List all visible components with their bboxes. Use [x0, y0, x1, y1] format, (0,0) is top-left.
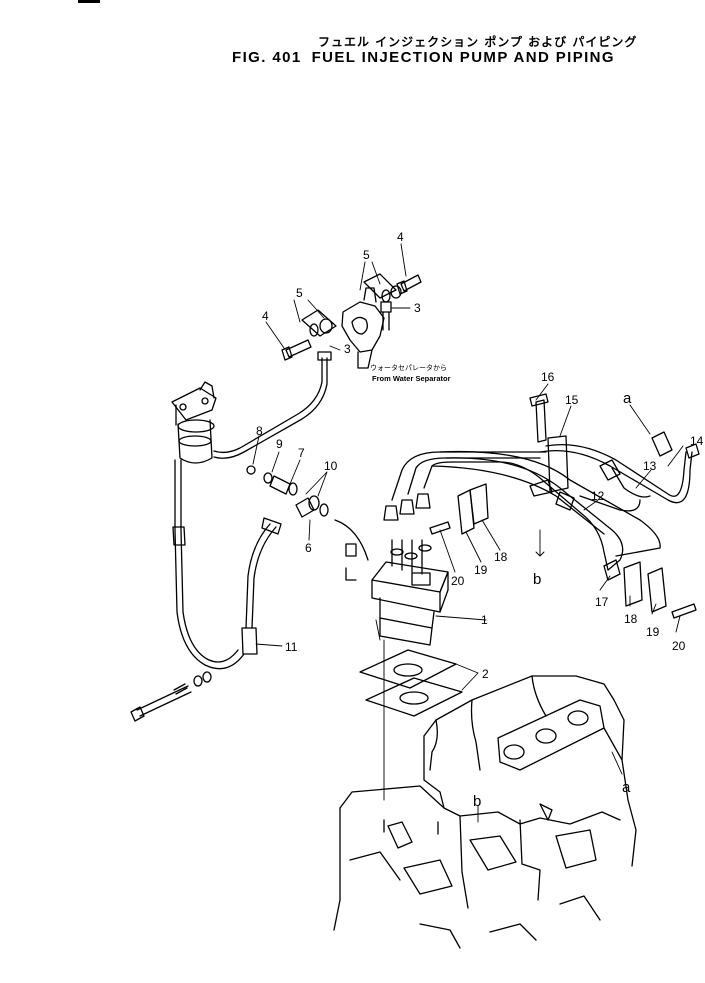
long-bolt [130, 671, 212, 722]
callout-18-right: 18 [624, 612, 638, 626]
engine-block [333, 675, 637, 949]
callout-7: 7 [298, 446, 305, 460]
callout-16: 16 [541, 370, 555, 384]
washer-set-5-left [301, 309, 337, 337]
figure-number: FIG. 401 [232, 49, 302, 66]
callout-10: 10 [324, 459, 338, 473]
callout-9: 9 [276, 437, 283, 451]
callout-6: 6 [305, 541, 312, 555]
callout-19-right: 19 [646, 625, 660, 639]
banjo-bolt-4-right [396, 274, 422, 295]
water-separator-fitting [341, 287, 385, 369]
note-english: From Water Separator [372, 374, 451, 383]
callout-2: 2 [482, 667, 489, 681]
fuel-line-11 [241, 517, 282, 655]
callout-14: 14 [690, 434, 704, 448]
figure-title: FIG. 401 FUEL INJECTION PUMP AND PIPING [232, 49, 625, 66]
fuel-injection-pump [334, 493, 449, 646]
figure-caption: FUEL INJECTION PUMP AND PIPING [311, 49, 615, 66]
leader-lines [252, 243, 684, 823]
callout-3-left: 3 [344, 342, 351, 356]
hose-fitting-3 [380, 301, 392, 331]
callout-5-left: 5 [296, 286, 303, 300]
corner-mark [78, 0, 100, 3]
callout-17: 17 [595, 595, 609, 609]
callout-4-left: 4 [262, 309, 269, 323]
water-separator-note: ウォータセパレータから From Water Separator [370, 363, 451, 383]
callout-19-left: 19 [474, 563, 488, 577]
reference-letters: a a b b [473, 390, 632, 810]
note-japanese: ウォータセパレータから [370, 363, 447, 372]
injection-pipes [391, 443, 693, 571]
pipe-clamp-bracket [529, 393, 569, 497]
callout-labels: 1 2 3 3 4 4 5 5 6 7 8 9 10 11 12 13 14 1… [256, 230, 704, 681]
title-japanese: フュエル インジェクション ポンプ および パイピング [318, 35, 638, 49]
callout-13: 13 [643, 459, 657, 473]
callout-18-left: 18 [494, 550, 508, 564]
callout-8: 8 [256, 424, 263, 438]
callout-5-right: 5 [363, 248, 370, 262]
fuel-line-left [172, 459, 245, 670]
callout-12: 12 [591, 489, 605, 503]
banjo-bolt-4-left [281, 339, 312, 361]
ref-b-pipe: b [533, 571, 541, 588]
callout-20-right: 20 [672, 639, 686, 653]
ref-b-engine: b [473, 793, 481, 810]
fitting-cluster [246, 465, 329, 518]
fuel-line-8 [213, 351, 332, 459]
gasket-set-2 [359, 649, 463, 717]
callout-4-right: 4 [397, 230, 404, 244]
ref-a-engine: a [622, 779, 631, 796]
callout-20-left: 20 [451, 574, 465, 588]
nozzle-fittings [555, 431, 700, 511]
callout-11: 11 [285, 640, 298, 654]
callout-15: 15 [565, 393, 579, 407]
washer-set-5-right [363, 273, 402, 303]
callout-3-right: 3 [414, 301, 421, 315]
ref-a-top: a [623, 390, 632, 407]
fuel-filter [171, 381, 217, 464]
callout-1: 1 [481, 613, 488, 627]
clamp-18-19 [429, 483, 697, 619]
